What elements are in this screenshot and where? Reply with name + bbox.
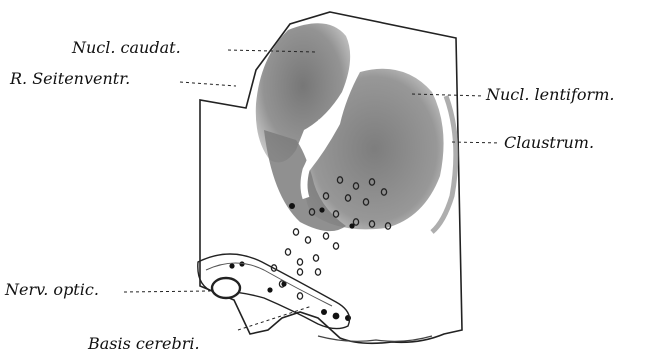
label-r-seitenventr: R. Seitenventr. xyxy=(10,71,130,87)
label-nucl-lentiform: Nucl. lentiform. xyxy=(486,87,614,103)
optic-nerve xyxy=(212,278,240,298)
label-basis-cerebri: Basis cerebri. xyxy=(88,336,200,352)
label-nucl-caudat: Nucl. caudat. xyxy=(72,40,181,56)
label-nerv-optic: Nerv. optic. xyxy=(5,282,99,298)
label-claustrum: Claustrum. xyxy=(504,135,594,151)
